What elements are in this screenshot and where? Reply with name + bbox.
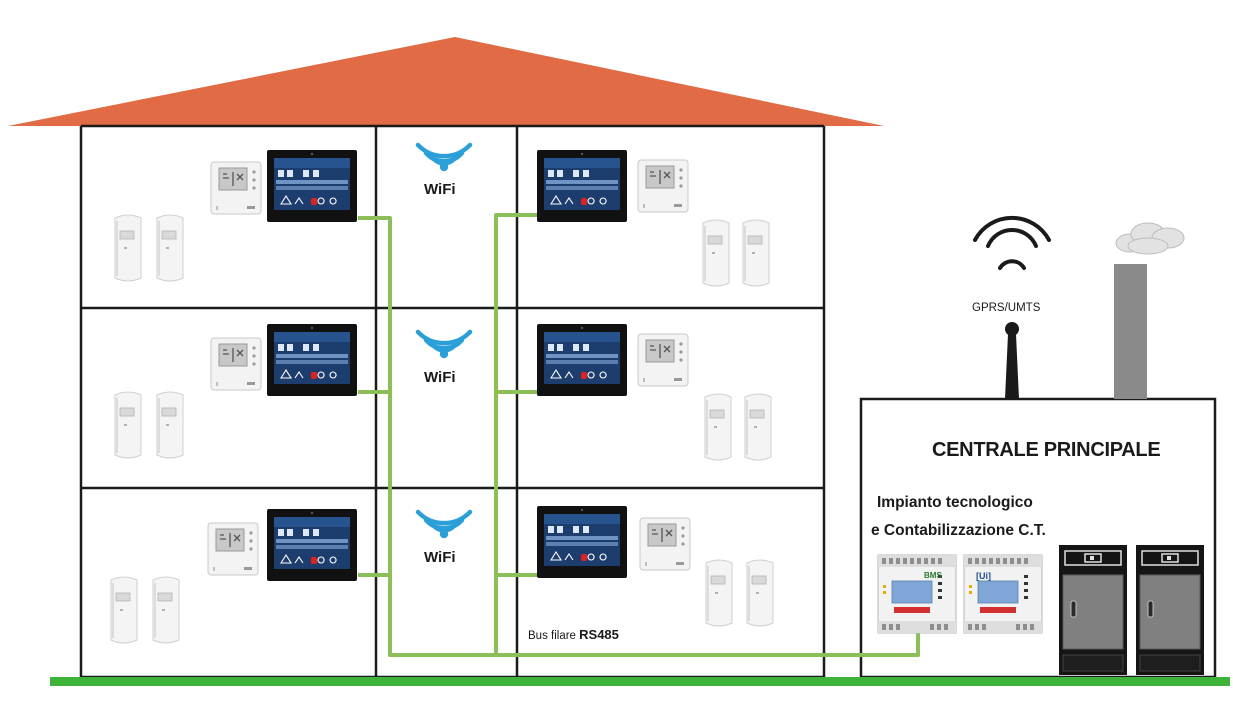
smoke-cloud-icon [1115,222,1185,255]
boiler-icon [1058,544,1128,676]
radiator-valve-icon [702,219,730,287]
module-right-tag: [Ui] [976,571,991,581]
thermostat-icon [639,517,691,571]
radiator-valve-icon [152,576,180,644]
radiator-valve-icon [110,576,138,644]
radiator-valve-icon [114,214,142,282]
touch-panel-icon [266,508,358,582]
radiator-valve-icon [114,391,142,459]
chimney [1114,264,1147,399]
wifi-label: WiFi [424,369,456,386]
boiler-icon [1135,544,1205,676]
radiator-valve-icon [156,214,184,282]
touch-panel-icon [266,149,358,223]
roof [8,37,884,126]
wifi-icon [418,512,470,538]
wifi-label: WiFi [424,549,456,566]
radiator-valve-icon [156,391,184,459]
wifi-label: WiFi [424,181,456,198]
ground-line [50,677,1230,686]
radiator-valve-icon [744,393,772,461]
thermostat-icon [207,522,259,576]
gprs-antenna-icon [973,215,1051,399]
bus-label: Bus filare RS485 [528,627,619,642]
wifi-icon [418,145,470,171]
module-left-tag: BMS [924,571,942,580]
radiator-valve-icon [742,219,770,287]
impianto-label-line1: Impianto tecnologico [877,494,1033,511]
bus-label-protocol: RS485 [579,627,619,642]
impianto-label-line2: e Contabilizzazione C.T. [871,522,1046,539]
gprs-label: GPRS/UMTS [972,302,1041,314]
thermostat-icon [210,161,262,215]
radiator-valve-icon [704,393,732,461]
touch-panel-icon [536,323,628,397]
touch-panel-icon [536,149,628,223]
thermostat-icon [210,337,262,391]
radiator-valve-icon [705,559,733,627]
touch-panel-icon [266,323,358,397]
thermostat-icon [637,159,689,213]
centrale-title: CENTRALE PRINCIPALE [932,439,1161,461]
radiator-valve-icon [746,559,774,627]
rs485-bus-line [358,213,920,657]
touch-panel-icon [536,505,628,579]
thermostat-icon [637,333,689,387]
wifi-icon [418,332,470,358]
din-module-icon [877,554,957,634]
din-module-icon [963,554,1043,634]
bus-label-prefix: Bus filare [528,630,576,642]
